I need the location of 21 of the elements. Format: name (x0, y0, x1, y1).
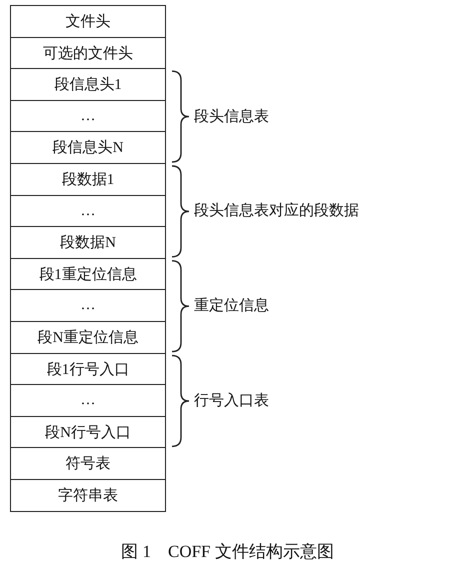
table-cell: 可选的文件头 (10, 36, 166, 70)
table-cell: … (10, 194, 166, 228)
table-cell: … (10, 100, 166, 133)
table-cell: … (10, 289, 166, 322)
brace-label: 行号入口表 (194, 392, 269, 410)
table-cell: 段N重定位信息 (10, 321, 166, 354)
table-cell: 字符串表 (10, 479, 166, 512)
brace-label: 重定位信息 (194, 296, 269, 316)
figure-caption: 图 1 COFF 文件结构示意图 (120, 541, 335, 563)
brace-label: 段头信息表对应的段数据 (194, 201, 359, 220)
table-cell: 段数据N (10, 226, 166, 260)
table-cell: 段N行号入口 (10, 416, 166, 449)
table-cell: 段数据1 (10, 163, 166, 196)
table-cell: … (10, 384, 166, 418)
table-cell: 段1行号入口 (10, 352, 166, 386)
table-cell: 文件头 (10, 5, 166, 38)
table-cell: 符号表 (10, 447, 166, 480)
table-cell: 段信息头N (10, 131, 166, 164)
brace-label: 段头信息表 (194, 108, 269, 126)
table-cell: 段信息头1 (10, 68, 166, 102)
table-cell: 段1重定位信息 (10, 258, 166, 291)
